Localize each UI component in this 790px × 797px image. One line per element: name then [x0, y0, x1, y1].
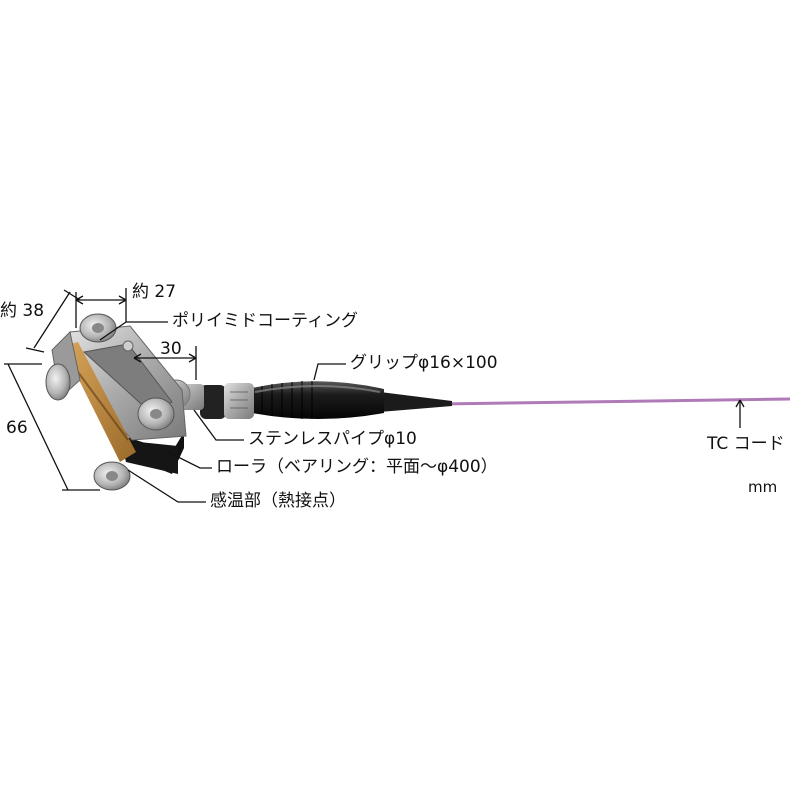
grip-collar: [200, 385, 226, 419]
leader-lines: [99, 321, 745, 503]
roller-callout: ローラ（ベアリング：平面～φ400）: [216, 457, 498, 477]
tc-cord: [439, 397, 790, 406]
roller-wheel-left: [45, 363, 71, 401]
grip-body: [252, 381, 384, 419]
cord-callout: TC コード: [707, 434, 785, 454]
grip-callout: グリップφ16×100: [350, 353, 498, 373]
grip-taper: [380, 392, 452, 412]
offset-dimension-label: 30: [160, 339, 182, 359]
width-dimension-label: 約 27: [132, 282, 177, 302]
coating-callout: ポリイミドコーティング: [172, 311, 358, 331]
unit-label: mm: [748, 478, 778, 496]
height-dimension-label: 66: [6, 418, 28, 438]
pipe-callout: ステンレスパイプφ10: [248, 429, 417, 449]
depth-dimension-label: 約 38: [0, 301, 45, 321]
label-ring: [224, 383, 254, 419]
dimension-lines: [4, 288, 197, 491]
sensor-callout: 感温部（熱接点）: [210, 491, 346, 511]
